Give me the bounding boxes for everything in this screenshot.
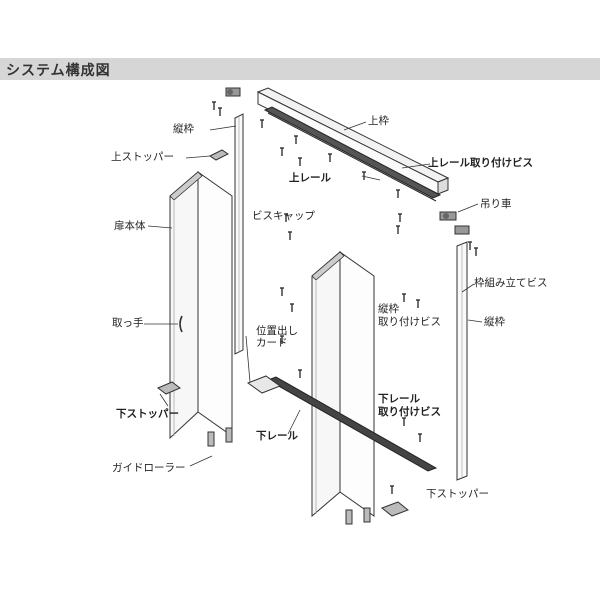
label-lower-stopper-left: 下ストッパー <box>116 408 179 420</box>
label-door-body: 扉本体 <box>114 220 146 232</box>
upper-rail <box>263 106 442 202</box>
label-upper-frame: 上枠 <box>368 115 389 127</box>
position-card <box>246 375 282 394</box>
label-hanging-wheel: 吊り車 <box>480 198 512 210</box>
title-bar: システム構成図 <box>0 58 600 80</box>
label-upper-rail-screw: 上レール取り付けビス <box>428 157 533 169</box>
upper-stopper-icon <box>209 149 229 161</box>
label-vertical-frame-screw-2: 取り付けビス <box>378 316 441 328</box>
label-vertical-frame-right: 縦枠 <box>484 316 505 328</box>
upper-frame <box>256 87 450 195</box>
leader-lines <box>144 121 483 467</box>
door-right <box>311 250 375 518</box>
label-lower-rail-screw-1: 下レール <box>378 393 420 405</box>
label-vertical-frame-screw-1: 縦枠 <box>378 303 399 315</box>
page-title: システム構成図 <box>6 63 111 79</box>
label-upper-rail: 上レール <box>289 172 331 184</box>
label-screw-cap: ビスキャップ <box>252 210 315 222</box>
label-lower-stopper-right: 下ストッパー <box>426 488 489 500</box>
vertical-frame-left <box>234 113 244 355</box>
label-guide-roller: ガイドローラー <box>112 462 186 474</box>
label-vertical-frame-left: 縦枠 <box>173 123 194 135</box>
label-lower-rail-screw-2: 取り付けビス <box>378 406 441 418</box>
lower-stopper-left-icon <box>157 381 181 395</box>
vertical-frame-right <box>456 241 468 481</box>
lower-rail <box>266 376 438 472</box>
label-upper-stopper: 上ストッパー <box>111 151 174 163</box>
door-left <box>169 170 233 440</box>
label-position-card-1: 位置出し <box>256 325 298 337</box>
label-handle: 取っ手 <box>112 317 144 329</box>
label-frame-assembly-screw: 枠組み立てビス <box>474 277 548 289</box>
lower-stopper-right-icon <box>381 501 409 517</box>
hanging-wheel-icon <box>225 87 470 235</box>
label-position-card-2: カード <box>256 337 288 349</box>
guide-roller-icon <box>207 427 371 525</box>
handle-icon <box>179 315 183 333</box>
label-lower-rail: 下レール <box>256 430 298 442</box>
